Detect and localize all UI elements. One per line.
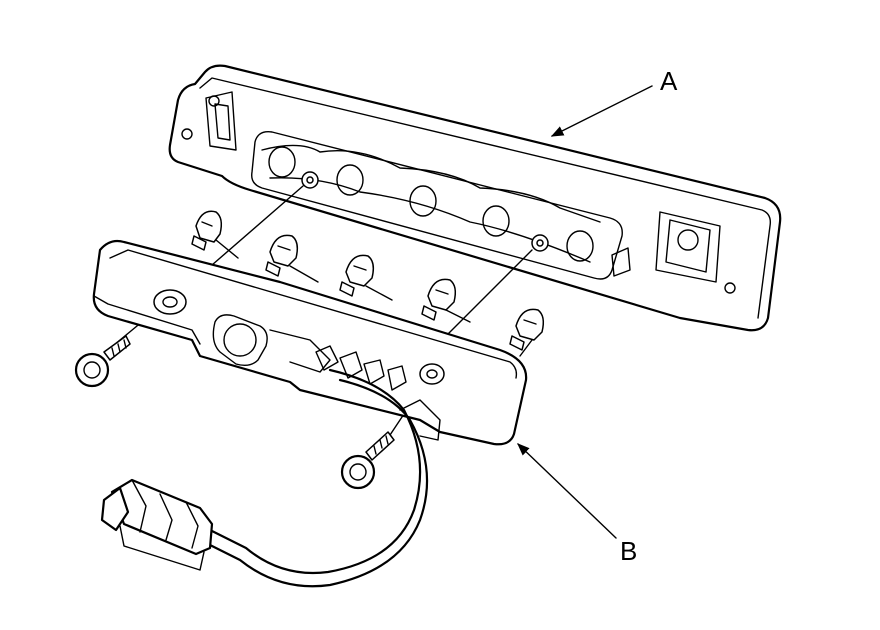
bulb-holder-plate (92, 239, 528, 446)
bulb-4 (421, 278, 457, 321)
lamp-housing (168, 64, 782, 332)
callout-b: B (517, 443, 637, 566)
screw-left (74, 335, 131, 388)
callout-label-a: A (660, 66, 678, 96)
bulb-1 (191, 210, 223, 251)
harness-connector (100, 478, 214, 571)
wiring-harness (198, 368, 429, 588)
callout-a: A (550, 66, 678, 137)
bulb-3 (339, 254, 375, 297)
callout-label-b: B (620, 536, 637, 566)
bulb-2 (265, 234, 299, 277)
bulb-5 (509, 308, 545, 351)
screw-right (340, 431, 395, 490)
